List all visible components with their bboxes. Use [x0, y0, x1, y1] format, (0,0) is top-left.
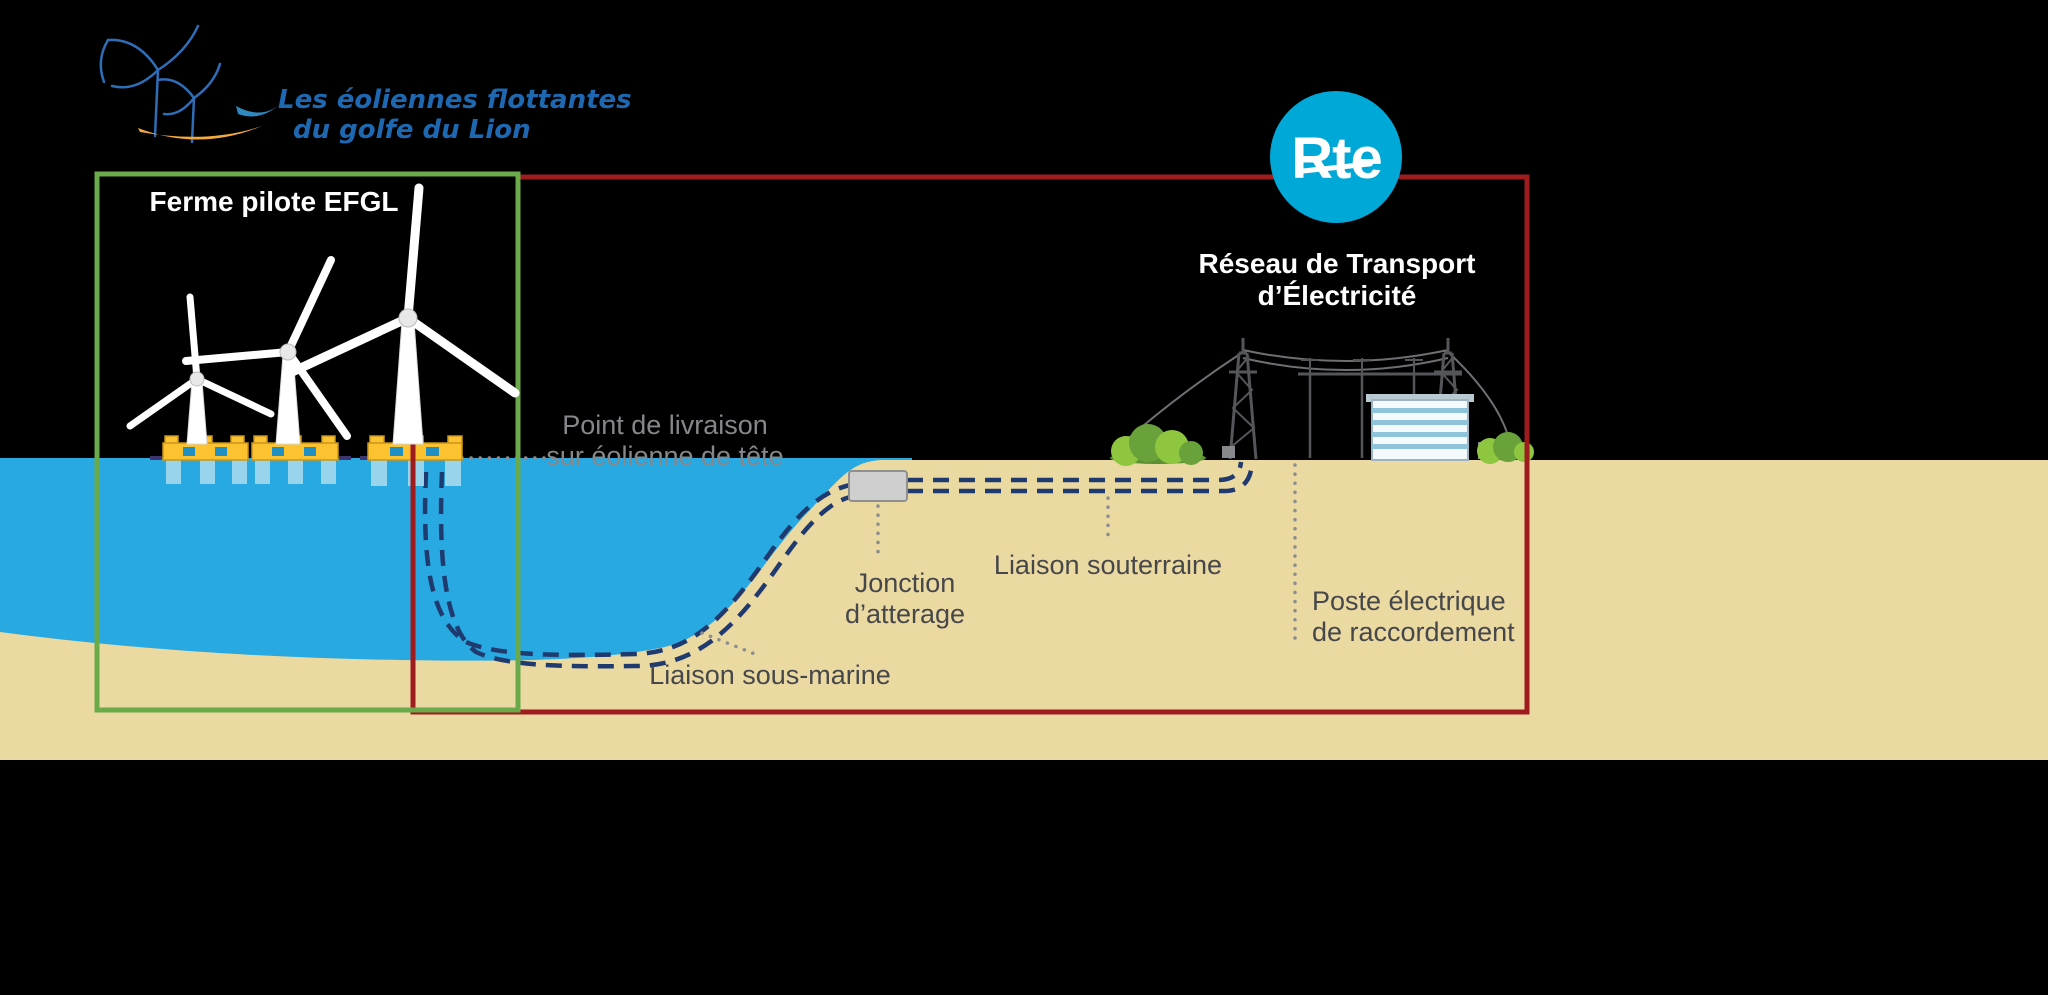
underground-link-label: Liaison souterraine — [993, 550, 1223, 580]
rte-logo-text: Rte — [1291, 126, 1382, 191]
efgl-logo-text-line2: du golfe du Lion — [293, 115, 531, 145]
bushes — [1110, 424, 1534, 466]
delivery-point-line2: sur éolienne de tête — [546, 441, 784, 472]
wind-turbine-3 — [285, 183, 520, 445]
submarine-link-label: Liaison sous-marine — [649, 660, 891, 690]
rte-logo-circle — [1270, 91, 1402, 223]
landing-junction-label: Jonction d’atterage — [805, 568, 1005, 630]
landing-junction-line2: d’atterage — [844, 599, 966, 630]
substation-line2: de raccordement — [1312, 617, 1515, 648]
sand-seabed — [0, 460, 2048, 760]
wind-turbine-1 — [126, 293, 275, 445]
delivery-point-line1: Point de livraison — [562, 410, 768, 440]
efgl-zone-frame — [94, 171, 521, 713]
rte-zone-frame — [410, 174, 1530, 715]
submarine-cable — [422, 471, 851, 669]
leader-submarine — [700, 631, 762, 658]
substation-line1: Poste électrique — [1312, 586, 1506, 616]
substation-building — [1366, 394, 1474, 461]
pylon-icon — [1228, 338, 1258, 460]
delivery-point-label: Point de livraison sur éolienne de tête — [540, 410, 790, 472]
wind-turbine-2 — [182, 256, 351, 445]
efgl-logo-graphic — [99, 24, 280, 144]
substation-label: Poste électrique de raccordement — [1312, 586, 1572, 648]
transformer-box — [1222, 446, 1235, 458]
farm-title: Ferme pilote EFGL — [149, 186, 399, 217]
substation — [1111, 338, 1513, 461]
efgl-logo-text-line1: Les éoliennes flottantes — [278, 85, 632, 115]
rte-subtitle: Réseau de Transport d’Électricité — [1198, 248, 1476, 312]
leader-lines — [460, 456, 1297, 658]
junction-box — [848, 470, 908, 502]
landing-junction-line1: Jonction — [854, 568, 956, 598]
wind-turbines — [126, 183, 520, 445]
underground-cable — [907, 461, 1255, 494]
